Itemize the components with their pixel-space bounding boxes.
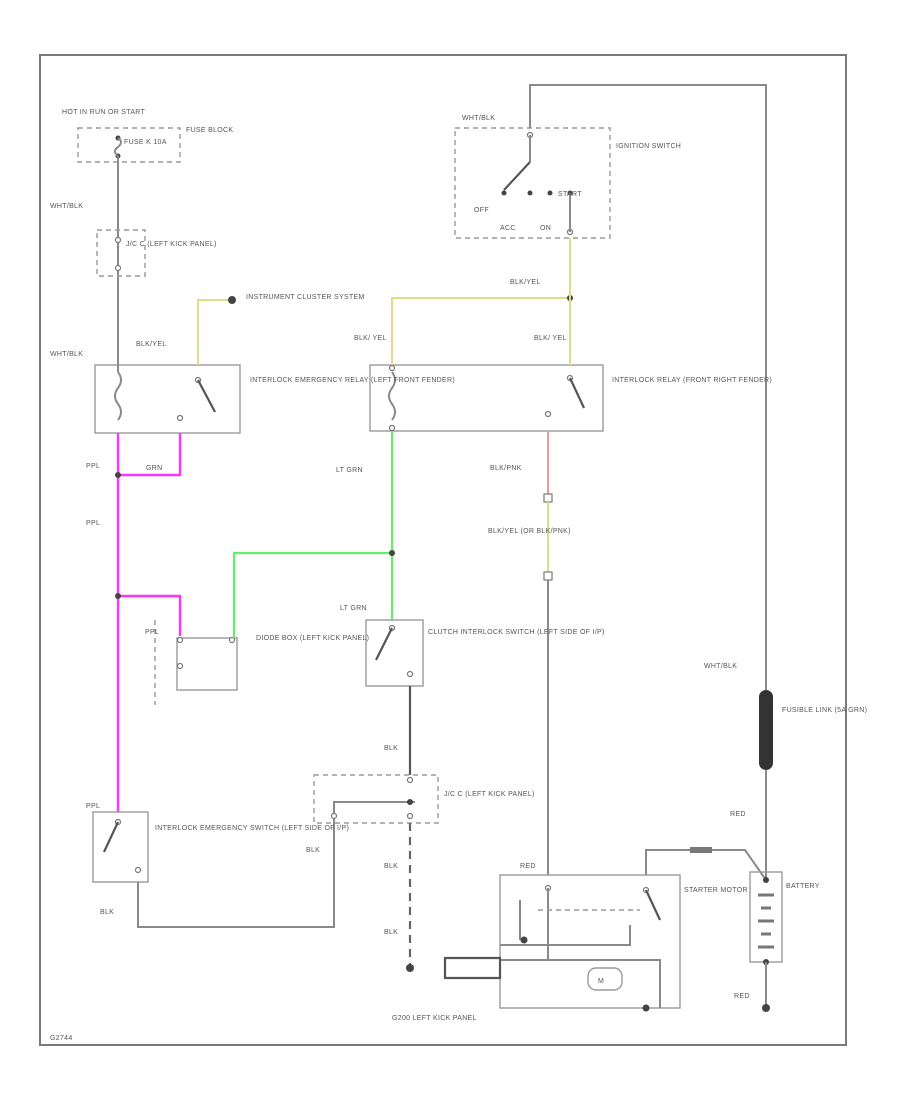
label-ground: G200 LEFT KICK PANEL — [392, 1015, 477, 1022]
wire-ppl-relay — [118, 433, 182, 477]
label-grn: GRN — [146, 465, 162, 472]
interlock-relay-front — [369, 364, 604, 432]
ground-g200 — [406, 964, 414, 972]
label-blk-3: BLK — [384, 745, 398, 752]
clutch-interlock-switch — [365, 619, 424, 687]
fusible-link — [759, 690, 773, 880]
diode-box — [154, 620, 238, 705]
label-blk-pnk: BLK/PNK — [490, 465, 522, 472]
label-lt-grn-2: LT GRN — [340, 605, 367, 612]
label-battery: BATTERY — [786, 883, 820, 890]
label-ppl-4: PPL — [86, 803, 100, 810]
label-wht-blk-3: WHT/BLK — [462, 115, 495, 122]
label-ignition-switch: IGNITION SWITCH — [616, 143, 681, 150]
label-red-3: RED — [734, 993, 750, 1000]
label-blk-yel-2: BLK/YEL — [510, 279, 541, 286]
wire-lt-grn-diode — [232, 551, 392, 638]
label-red-2: RED — [520, 863, 536, 870]
label-fuse: FUSE K 10A — [124, 139, 167, 146]
label-clutch-switch: CLUTCH INTERLOCK SWITCH (LEFT SIDE OF I/… — [428, 629, 605, 636]
label-blk-yel-4: BLK/ YEL — [534, 335, 567, 342]
label-wht-blk-1: WHT/BLK — [50, 203, 83, 210]
label-ppl-3: PPL — [145, 629, 159, 636]
label-interlock-emergency-switch: INTERLOCK EMERGENCY SWITCH (LEFT SIDE OF… — [155, 825, 349, 832]
jc-connector-center — [313, 774, 439, 824]
label-hot-in: HOT IN RUN OR START — [62, 109, 146, 116]
label-blk-yel-3: BLK/ YEL — [354, 335, 387, 342]
label-wht-blk-2: WHT/BLK — [50, 351, 83, 358]
wire-blk-yel-cluster — [197, 299, 228, 365]
label-off: OFF — [474, 207, 489, 214]
label-fig-id: G2744 — [50, 1035, 73, 1042]
page-frame — [39, 54, 847, 1046]
jc-connector-left — [96, 229, 146, 277]
label-fuse-block: FUSE BLOCK — [186, 127, 233, 134]
battery — [749, 871, 783, 965]
starter-motor — [443, 874, 681, 1012]
label-blk-yel-or-pnk: BLK/YEL (OR BLK/PNK) — [488, 528, 571, 535]
label-jc-left-1: J/C C (LEFT KICK PANEL) — [126, 241, 217, 248]
label-fusible-link: FUSIBLE LINK (5A GRN) — [782, 707, 867, 714]
label-motor: M — [598, 978, 604, 985]
wire-ppl-diode — [118, 594, 182, 636]
label-blk-5: BLK — [384, 929, 398, 936]
instrument-cluster-terminal — [228, 296, 236, 304]
label-starter-motor: STARTER MOTOR — [684, 887, 748, 894]
wire-wht-blk-battery — [529, 84, 767, 690]
label-blk-2: BLK — [306, 847, 320, 854]
label-acc: ACC — [500, 225, 516, 232]
label-interlock-relay: INTERLOCK RELAY (FRONT RIGHT FENDER) — [612, 377, 772, 384]
label-ppl-2: PPL — [86, 520, 100, 527]
wire-blk-yel-relay — [391, 297, 570, 365]
label-jc-left-2: J/C C (LEFT KICK PANEL) — [444, 791, 535, 798]
label-on: ON — [540, 225, 551, 232]
label-blk-4: BLK — [384, 863, 398, 870]
label-blk-1: BLK — [100, 909, 114, 916]
label-lt-grn-1: LT GRN — [336, 467, 363, 474]
label-ppl-1: PPL — [86, 463, 100, 470]
label-blk-yel-1: BLK/YEL — [136, 341, 167, 348]
label-start: START — [558, 191, 582, 198]
label-diode-box: DIODE BOX (LEFT KICK PANEL) — [256, 635, 369, 642]
label-instrument-cluster: INSTRUMENT CLUSTER SYSTEM — [246, 294, 365, 301]
ignition-switch — [454, 127, 611, 239]
interlock-emergency-switch — [92, 811, 149, 883]
label-interlock-emergency-relay: INTERLOCK EMERGENCY RELAY (LEFT FRONT FE… — [250, 377, 455, 384]
label-wht-blk-4: WHT/BLK — [704, 663, 737, 670]
interlock-emergency-relay — [94, 364, 241, 434]
label-red-1: RED — [730, 811, 746, 818]
wire-blk-switch-ground — [137, 801, 415, 928]
